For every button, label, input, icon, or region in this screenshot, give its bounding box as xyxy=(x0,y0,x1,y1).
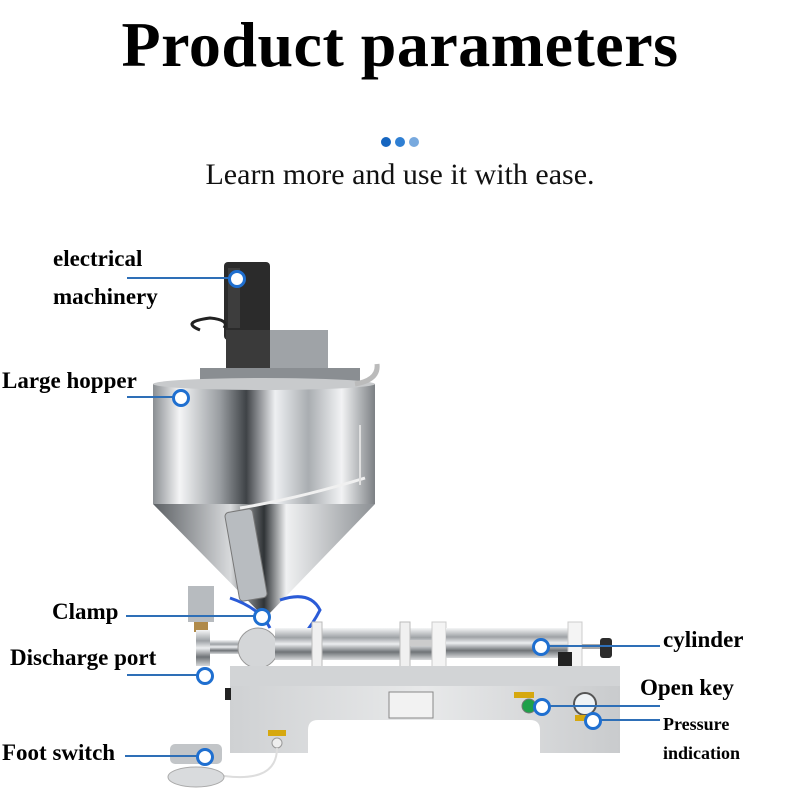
cylinder-tube xyxy=(446,628,576,658)
marker-foot-switch[interactable] xyxy=(196,748,214,766)
label-clamp: Clamp xyxy=(52,599,119,624)
dot-3 xyxy=(409,137,419,147)
label-pressure-indication: Pressure indication xyxy=(663,710,740,768)
leader-line-clamp xyxy=(126,615,256,617)
label-large-hopper: Large hopper xyxy=(2,368,137,393)
motor xyxy=(190,262,360,382)
leader-line-cylinder xyxy=(545,645,660,647)
marker-discharge-port[interactable] xyxy=(196,667,214,685)
marker-electrical-machinery[interactable] xyxy=(228,270,246,288)
label-line-2: indication xyxy=(663,743,741,763)
leader-line-discharge-port xyxy=(127,674,199,676)
marker-open-key[interactable] xyxy=(533,698,551,716)
dot-2 xyxy=(395,137,405,147)
label-line-1: Pressure xyxy=(663,714,730,734)
label-line-1: electrical xyxy=(53,246,143,271)
leader-line-electrical-machinery xyxy=(127,277,229,279)
marker-cylinder[interactable] xyxy=(532,638,550,656)
label-foot-switch: Foot switch xyxy=(2,740,116,765)
leader-line-pressure-indication xyxy=(598,719,660,721)
marker-pressure-indication[interactable] xyxy=(584,712,602,730)
dot-1 xyxy=(381,137,391,147)
label-open-key: Open key xyxy=(640,675,734,700)
label-electrical-machinery: electrical machinery xyxy=(53,240,158,316)
leader-line-open-key xyxy=(545,705,660,707)
decorative-dots xyxy=(0,134,800,152)
label-line-2: machinery xyxy=(53,284,158,309)
marker-large-hopper[interactable] xyxy=(172,389,190,407)
label-cylinder: cylinder xyxy=(663,627,744,652)
leader-line-large-hopper xyxy=(127,396,175,398)
hopper-body xyxy=(153,384,375,504)
page-title: Product parameters xyxy=(121,9,679,80)
base-top xyxy=(230,666,620,686)
hopper-cone xyxy=(153,504,375,615)
marker-clamp[interactable] xyxy=(253,608,271,626)
leader-line-foot-switch xyxy=(125,755,199,757)
page-subtitle: Learn more and use it with ease. xyxy=(205,158,595,191)
label-discharge-port: Discharge port xyxy=(10,645,157,670)
